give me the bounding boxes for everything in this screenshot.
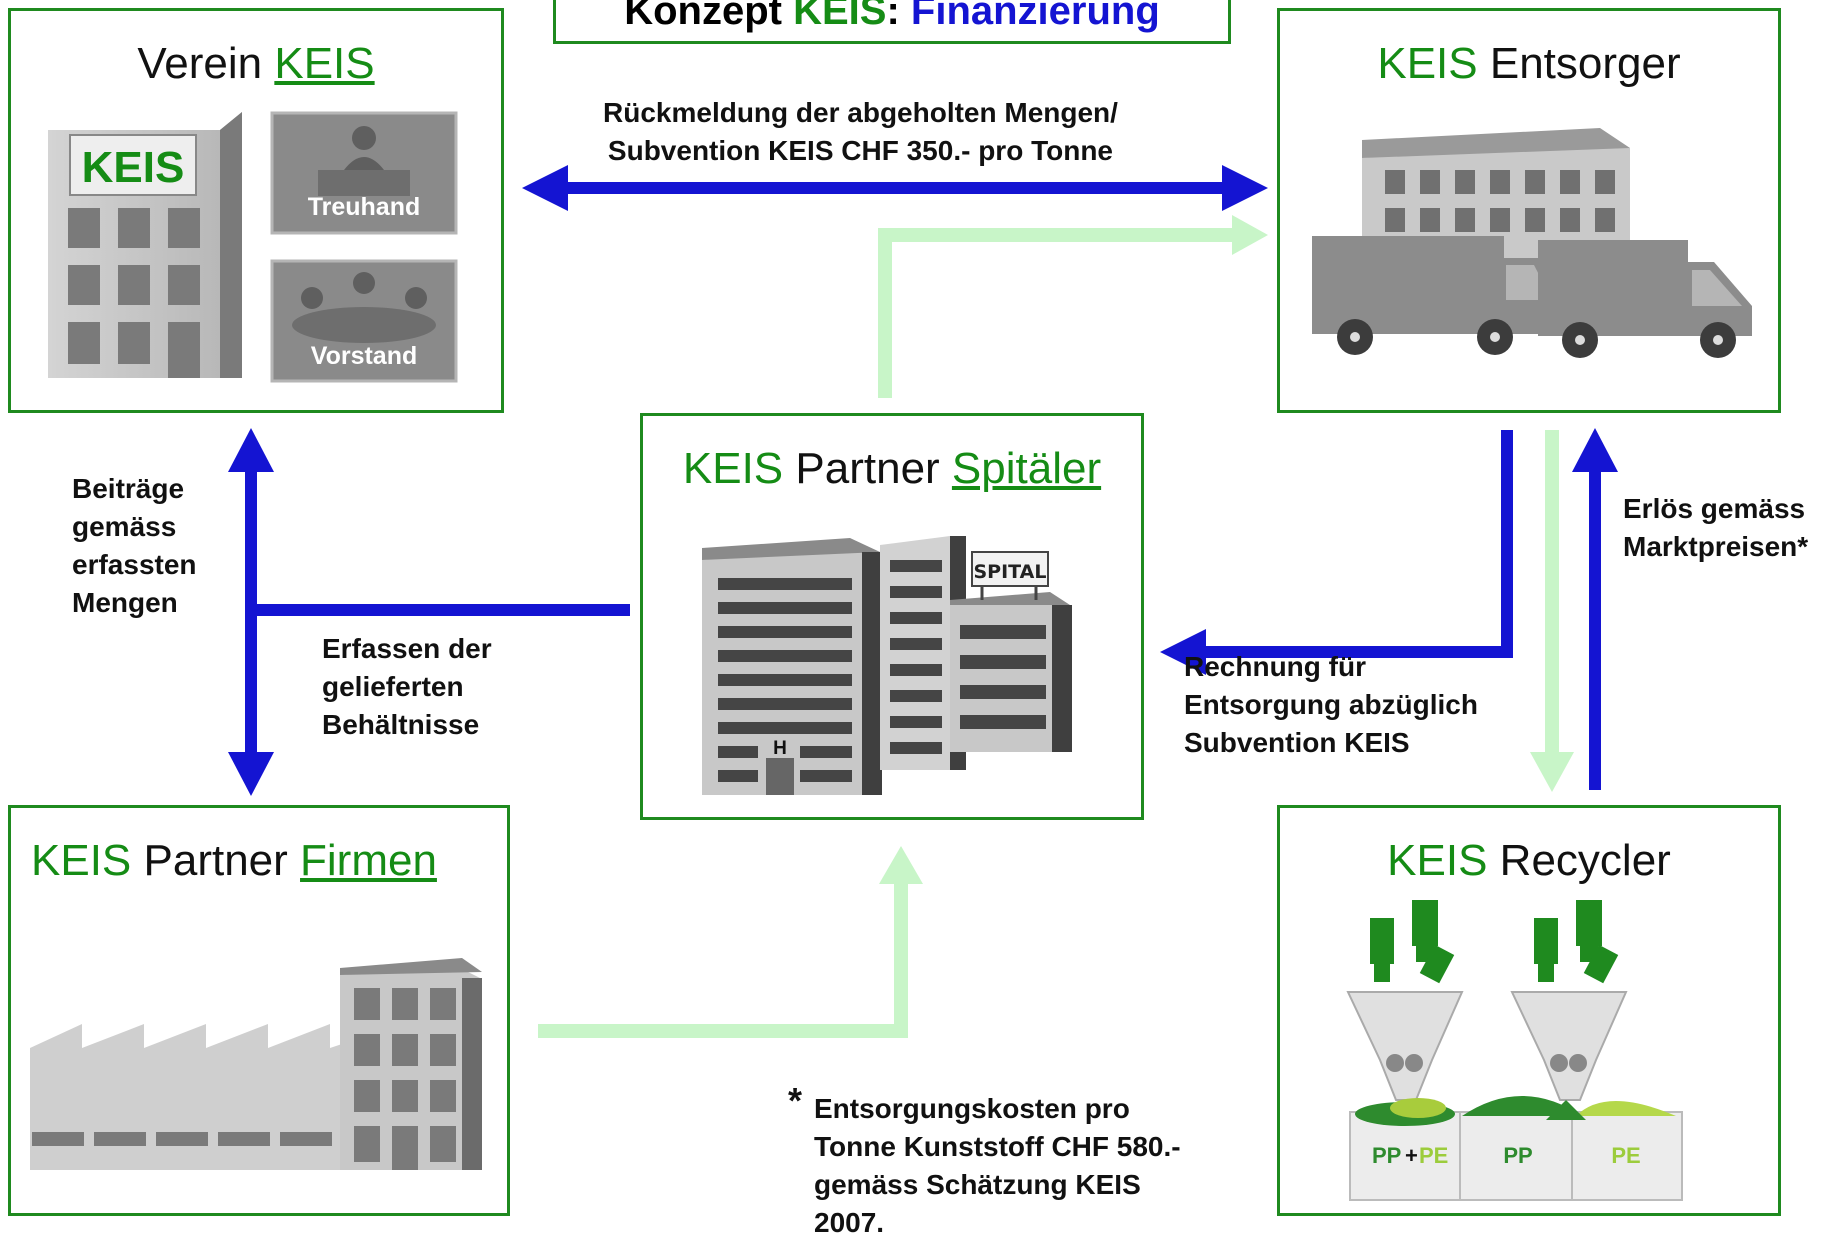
label-erfassen: Erfassen der gelieferten Behältnisse	[322, 633, 492, 740]
entsorger-trucks-illustration	[1312, 128, 1752, 358]
footnote-star: *	[788, 1080, 803, 1121]
title-keis: KEIS	[793, 0, 887, 33]
arrow-material-firmen-spital	[538, 846, 923, 1038]
box-verein-title: Verein KEIS	[137, 39, 375, 88]
label-rueckmeldung: Rückmeldung der abgeholten Mengen/ Subve…	[603, 97, 1118, 166]
box-entsorger-title: KEIS Entsorger	[1377, 39, 1681, 88]
factory-illustration	[30, 958, 482, 1170]
label-beitraege: Beiträge gemäss erfassten Mengen	[72, 473, 197, 618]
vorstand-label: Vorstand	[311, 342, 418, 370]
spital-buildings-illustration	[702, 536, 1072, 795]
spital-h-letter: H	[773, 738, 787, 759]
bin-plus: +	[1405, 1143, 1418, 1168]
title-topic: Finanzierung	[910, 0, 1160, 33]
label-erloes: Erlös gemäss Marktpreisen*	[1623, 493, 1809, 562]
box-recycler-title: KEIS Recycler	[1387, 836, 1671, 885]
bin-pp-plus-pe-pp: PP	[1372, 1143, 1401, 1168]
treuhand-label: Treuhand	[308, 193, 421, 221]
treuhand-icon	[270, 111, 458, 235]
vorstand-icon	[270, 259, 458, 383]
box-firmen-title: KEIS Partner Firmen	[31, 836, 437, 885]
label-rechnung: Rechnung für Entsorgung abzüglich Subven…	[1184, 651, 1478, 758]
bin-pe: PE	[1611, 1143, 1640, 1168]
recycler-machines-illustration	[1346, 900, 1683, 1201]
arrow-rechnung	[1160, 430, 1513, 675]
arrow-material-entsorger-recycler	[1530, 430, 1574, 792]
arrow-material-spital-entsorger	[878, 215, 1268, 398]
arrow-erloes	[1572, 428, 1618, 790]
arrow-rueckmeldung	[522, 165, 1268, 211]
bin-pp-plus-pe-pe: PE	[1419, 1143, 1448, 1168]
box-spitaeler-title: KEIS Partner Spitäler	[682, 444, 1102, 493]
diagram-title: Konzept KEIS: Finanzierung	[553, 0, 1231, 44]
keis-sign-text: KEIS	[82, 143, 185, 192]
spital-sign-text: SPITAL	[974, 561, 1047, 583]
title-colon: :	[886, 0, 911, 33]
bin-pp: PP	[1503, 1143, 1532, 1168]
title-prefix: Konzept	[624, 0, 794, 33]
footnote: Entsorgungskosten pro Tonne Kunststoff C…	[814, 1093, 1181, 1238]
verein-building-illustration	[48, 112, 242, 378]
arrow-beitraege-erfassen	[228, 428, 630, 796]
